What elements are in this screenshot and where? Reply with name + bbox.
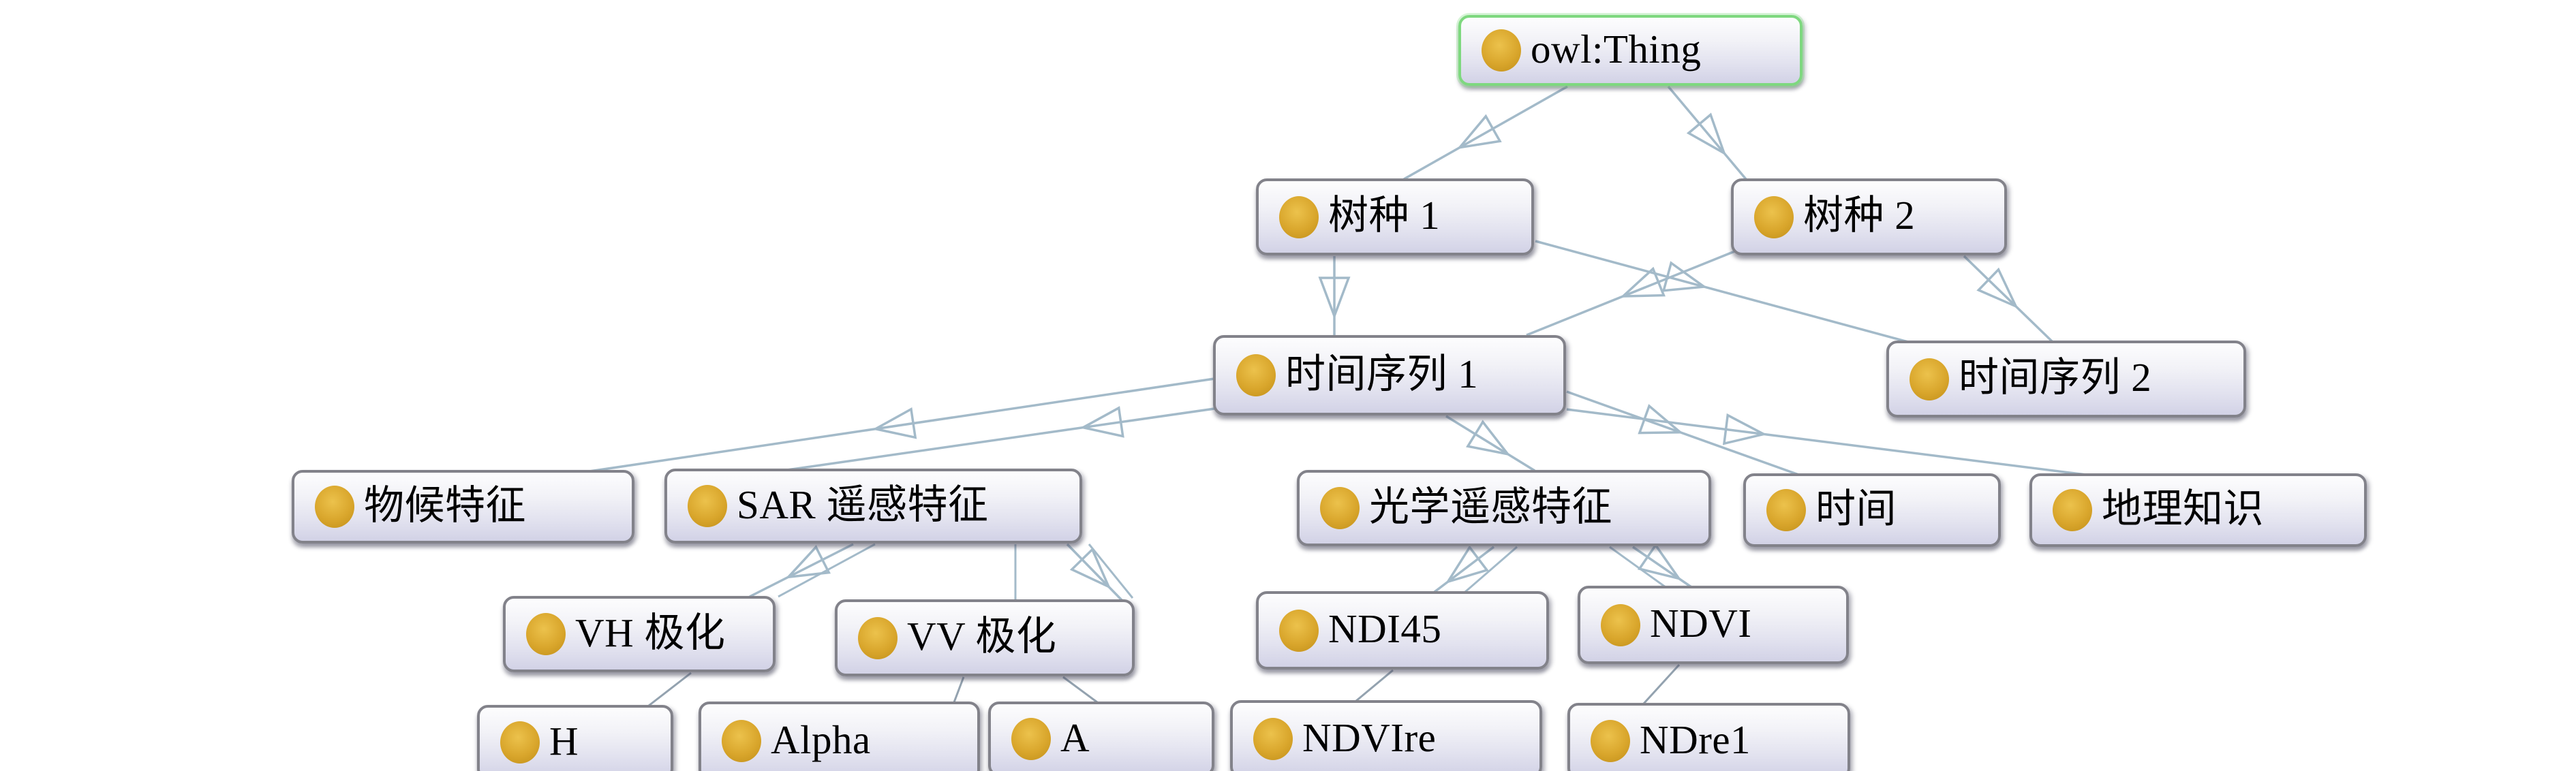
- node-label: owl:Thing: [1531, 26, 1702, 72]
- class-dot-icon: [688, 485, 727, 527]
- class-dot-icon: [1011, 718, 1051, 760]
- class-dot-icon: [1279, 609, 1319, 652]
- node-a[interactable]: A: [988, 702, 1214, 771]
- edge-companion-stroke: [1609, 546, 1666, 588]
- node-label: 物候特征: [364, 482, 527, 528]
- class-dot-icon: [500, 721, 540, 764]
- edge-shuzhong-1-shijian-xulie-2: [1535, 240, 1909, 343]
- node-shijian-xulie-1[interactable]: 时间序列 1: [1213, 335, 1566, 415]
- edge-sar-yaogan-tezheng-vv-jihua: [1066, 543, 1123, 601]
- node-label: 时间序列 2: [1959, 355, 2152, 400]
- node-ndvire[interactable]: NDVIre: [1230, 700, 1542, 771]
- node-label: 时间序列 1: [1285, 351, 1479, 396]
- node-label: VH 极化: [575, 610, 726, 655]
- class-dot-icon: [1754, 195, 1794, 238]
- node-wuhou-tezheng[interactable]: 物候特征: [292, 470, 634, 544]
- edge-guangxue-yaogan-tezheng-ndi45: [1433, 545, 1495, 593]
- node-sar-yaogan-tezheng[interactable]: SAR 遥感特征: [664, 469, 1082, 544]
- node-ndi45[interactable]: NDI45: [1256, 591, 1549, 670]
- node-label: NDVIre: [1302, 714, 1437, 760]
- node-ndre1[interactable]: NDre1: [1567, 703, 1850, 771]
- node-label: 时间: [1815, 486, 1897, 531]
- edge-shijian-xulie-1-dili-zhishi: [1566, 408, 2103, 478]
- class-dot-icon: [1236, 354, 1276, 396]
- node-shijian[interactable]: 时间: [1743, 473, 2001, 547]
- class-dot-icon: [526, 613, 566, 655]
- edge-shijian-xulie-1-wuhou-tezheng: [589, 377, 1215, 473]
- node-alpha[interactable]: Alpha: [699, 702, 980, 771]
- node-label: NDre1: [1640, 717, 1751, 762]
- edge-companion-stroke: [778, 543, 876, 598]
- class-dot-icon: [722, 720, 761, 762]
- node-ndvi[interactable]: NDVI: [1578, 586, 1849, 664]
- node-label: H: [549, 718, 579, 764]
- node-guangxue-yaogan-tezheng[interactable]: 光学遥感特征: [1297, 470, 1711, 546]
- class-dot-icon: [1279, 195, 1319, 238]
- edge-ndvi-ndre1: [1642, 663, 1681, 705]
- node-vh-jihua[interactable]: VH 极化: [503, 596, 776, 672]
- node-h[interactable]: H: [477, 705, 673, 771]
- node-shijian-xulie-2[interactable]: 时间序列 2: [1886, 341, 2246, 418]
- node-label: 光学遥感特征: [1369, 484, 1613, 529]
- node-label: 地理知识: [2102, 486, 2265, 531]
- edge-shijian-xulie-1-sar-yaogan-tezheng: [786, 406, 1215, 471]
- edge-vv-jihua-a: [1062, 676, 1098, 704]
- edge-vv-jihua-alpha: [953, 676, 965, 703]
- class-dot-icon: [1766, 489, 1806, 531]
- edge-sar-yaogan-tezheng-vh-jihua: [749, 543, 854, 598]
- edge-guangxue-yaogan-tezheng-ndvi: [1632, 543, 1692, 588]
- node-label: SAR 遥感特征: [737, 482, 989, 527]
- edge-shuzhong-1-shijian-xulie-1: [1318, 256, 1351, 335]
- class-dot-icon: [1591, 720, 1630, 762]
- edge-vh-jihua-h: [648, 672, 692, 707]
- node-label: NDI45: [1328, 606, 1442, 651]
- class-dot-icon: [1320, 487, 1360, 529]
- class-dot-icon: [1482, 29, 1521, 72]
- node-shuzhong-2[interactable]: 树种 2: [1731, 178, 2007, 255]
- node-label: 树种 1: [1328, 193, 1441, 238]
- node-dili-zhishi[interactable]: 地理知识: [2029, 473, 2367, 547]
- edge-ndi45-ndvire: [1355, 669, 1394, 702]
- class-dot-icon: [315, 486, 354, 528]
- node-label: Alpha: [771, 717, 871, 762]
- class-dot-icon: [1253, 718, 1293, 760]
- node-shuzhong-1[interactable]: 树种 1: [1256, 178, 1534, 255]
- node-vv-jihua[interactable]: VV 极化: [835, 599, 1135, 676]
- node-label: A: [1060, 714, 1090, 760]
- class-dot-icon: [2053, 489, 2092, 531]
- class-dot-icon: [1910, 358, 1949, 400]
- node-owl-thing[interactable]: owl:Thing: [1458, 15, 1803, 86]
- edge-owl-thing-shuzhong-1: [1403, 85, 1568, 180]
- class-dot-icon: [858, 616, 898, 659]
- edge-owl-thing-shuzhong-2: [1667, 85, 1747, 180]
- edge-companion-stroke: [1088, 544, 1134, 599]
- node-label: VV 极化: [907, 614, 1057, 659]
- edge-companion-stroke: [1465, 546, 1518, 593]
- edge-shuzhong-2-shijian-xulie-2: [1963, 255, 2054, 343]
- node-label: 树种 2: [1803, 193, 1916, 238]
- class-dot-icon: [1601, 603, 1640, 646]
- node-label: NDVI: [1650, 601, 1752, 646]
- edge-shijian-xulie-1-guangxue-yaogan-tezheng: [1445, 415, 1535, 472]
- edge-shuzhong-2-shijian-xulie-1: [1526, 249, 1737, 336]
